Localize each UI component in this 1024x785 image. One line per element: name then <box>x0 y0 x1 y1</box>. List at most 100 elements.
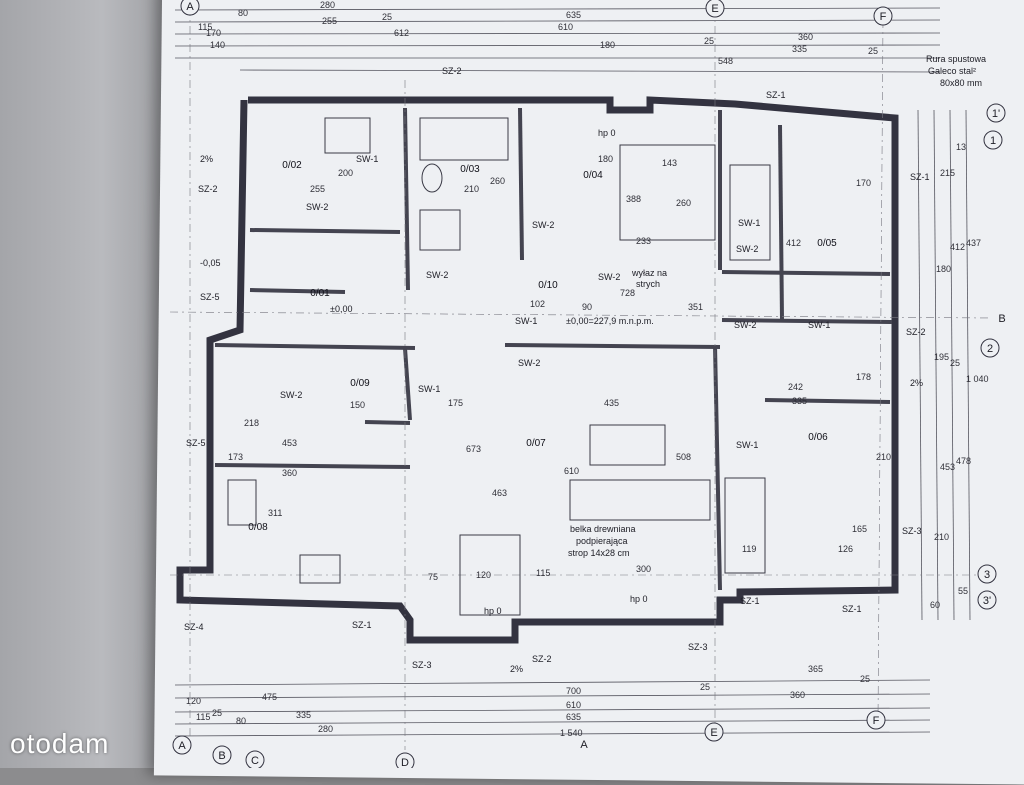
svg-text:102: 102 <box>530 299 545 309</box>
hatch-note-1: wyłaz na <box>631 268 667 278</box>
svg-text:351: 351 <box>688 302 703 312</box>
annotations: Rura spustowa Galeco stal² 80x80 mm belk… <box>200 54 986 674</box>
tag-sz2-left: SZ-2 <box>198 184 218 194</box>
svg-text:255: 255 <box>322 16 337 26</box>
axis-a-top: A <box>186 1 194 13</box>
top-dimension-lines <box>174 7 941 73</box>
exterior-walls <box>176 96 899 644</box>
level-minus: -0,05 <box>200 258 221 268</box>
tag-sz5-left: SZ-5 <box>200 292 220 302</box>
svg-text:60: 60 <box>930 600 940 610</box>
tag-sz2-right: SZ-2 <box>906 327 926 337</box>
tag-sz3-right: SZ-3 <box>902 526 922 536</box>
svg-text:25: 25 <box>950 358 960 368</box>
svg-text:610: 610 <box>558 22 573 32</box>
svg-text:478: 478 <box>956 456 971 466</box>
svg-text:180: 180 <box>598 154 613 164</box>
tag-sw2-d: SW-2 <box>598 272 620 282</box>
svg-text:728: 728 <box>620 288 635 298</box>
site-watermark: otodam <box>10 728 110 759</box>
svg-text:170: 170 <box>206 28 221 38</box>
svg-text:635: 635 <box>566 10 581 20</box>
svg-text:612: 612 <box>394 28 409 38</box>
axis-b-bottom: B <box>218 750 225 762</box>
svg-text:242: 242 <box>788 382 803 392</box>
svg-text:25: 25 <box>860 674 870 684</box>
svg-text:475: 475 <box>262 692 277 702</box>
svg-text:115: 115 <box>536 568 550 578</box>
tag-sz3-bottom: SZ-3 <box>412 660 432 670</box>
svg-text:700: 700 <box>566 686 581 696</box>
svg-text:453: 453 <box>282 438 297 448</box>
downpipe-note-2: Galeco stal² <box>928 66 976 76</box>
svg-text:25: 25 <box>700 682 710 692</box>
svg-text:150: 150 <box>350 400 365 410</box>
tag-sw1-e: SW-1 <box>808 320 830 330</box>
svg-text:175: 175 <box>448 398 463 408</box>
level-zero: ±0,00 <box>330 304 352 314</box>
svg-text:412: 412 <box>950 242 965 252</box>
svg-text:610: 610 <box>564 466 579 476</box>
svg-text:180: 180 <box>936 264 951 274</box>
svg-text:115: 115 <box>198 22 212 32</box>
tag-sw2-g: SW-2 <box>736 244 758 254</box>
slope-right: 2% <box>910 378 923 388</box>
svg-text:218: 218 <box>244 418 259 428</box>
tag-sz1-bottom-3: SZ-1 <box>842 604 862 614</box>
svg-text:210: 210 <box>934 532 949 542</box>
svg-text:143: 143 <box>662 158 677 168</box>
svg-text:388: 388 <box>626 194 641 204</box>
room-0-10: 0/10 <box>538 280 558 291</box>
hp0-bottom-2: hp 0 <box>484 606 502 616</box>
svg-text:360: 360 <box>790 690 805 700</box>
svg-text:453: 453 <box>940 462 955 472</box>
beam-note-1: belka drewniana <box>570 524 636 534</box>
tag-sw2-c: SW-2 <box>532 220 554 230</box>
svg-text:435: 435 <box>604 398 619 408</box>
svg-text:210: 210 <box>464 184 479 194</box>
hp0-bottom: hp 0 <box>630 594 648 604</box>
slope-bottom: 2% <box>510 664 523 674</box>
tag-sw1: SW-1 <box>356 154 378 164</box>
svg-text:1 540: 1 540 <box>560 728 583 738</box>
downpipe-note-1: Rura spustowa <box>926 54 986 64</box>
tag-sz1-bottom: SZ-1 <box>352 620 372 630</box>
svg-text:255: 255 <box>310 184 325 194</box>
tag-sw1-d: SW-1 <box>738 218 760 228</box>
tag-sw2-e: SW-2 <box>518 358 540 368</box>
svg-text:140: 140 <box>210 40 225 50</box>
svg-text:635: 635 <box>566 712 581 722</box>
svg-text:180: 180 <box>600 40 615 50</box>
wall-tags: SZ-2 SZ-1 SZ-2 SZ-5 SZ-5 SZ-4 SZ-1 SZ-3 … <box>184 66 930 670</box>
hp0-top: hp 0 <box>598 128 616 138</box>
axis-markers <box>172 0 1006 768</box>
svg-text:365: 365 <box>808 664 823 674</box>
tag-sw1-f: SW-1 <box>736 440 758 450</box>
axis-3: 3 <box>984 569 990 581</box>
floor-plan: A E F 1' 1 2 3 3' A B C D E F A B 0/01 0… <box>169 0 1006 768</box>
axis-e-bottom: E <box>710 727 717 739</box>
svg-text:120: 120 <box>186 696 201 706</box>
tag-sz1-top: SZ-1 <box>766 90 786 100</box>
room-0-03: 0/03 <box>460 164 480 175</box>
room-0-07: 0/07 <box>526 438 546 449</box>
svg-text:437: 437 <box>966 238 981 248</box>
svg-text:360: 360 <box>282 468 297 478</box>
axis-d-bottom: D <box>401 757 409 768</box>
svg-text:90: 90 <box>582 302 592 312</box>
svg-text:25: 25 <box>868 46 878 56</box>
svg-text:25: 25 <box>382 12 392 22</box>
svg-text:115: 115 <box>196 712 210 722</box>
svg-text:610: 610 <box>566 700 581 710</box>
svg-text:80: 80 <box>238 8 248 18</box>
hatch-note-2: strych <box>636 279 660 289</box>
bottom-dimension-lines <box>174 679 931 737</box>
bottom-dimensions: 120 25 475 700 610 635 25 335 280 1 540 … <box>186 664 870 738</box>
beam-note-2: podpierająca <box>576 536 628 546</box>
svg-text:260: 260 <box>490 176 505 186</box>
svg-text:260: 260 <box>676 198 691 208</box>
room-0-06: 0/06 <box>808 432 828 443</box>
svg-text:178: 178 <box>856 372 871 382</box>
right-dimension-lines <box>917 109 971 621</box>
svg-text:1 040: 1 040 <box>966 374 989 384</box>
